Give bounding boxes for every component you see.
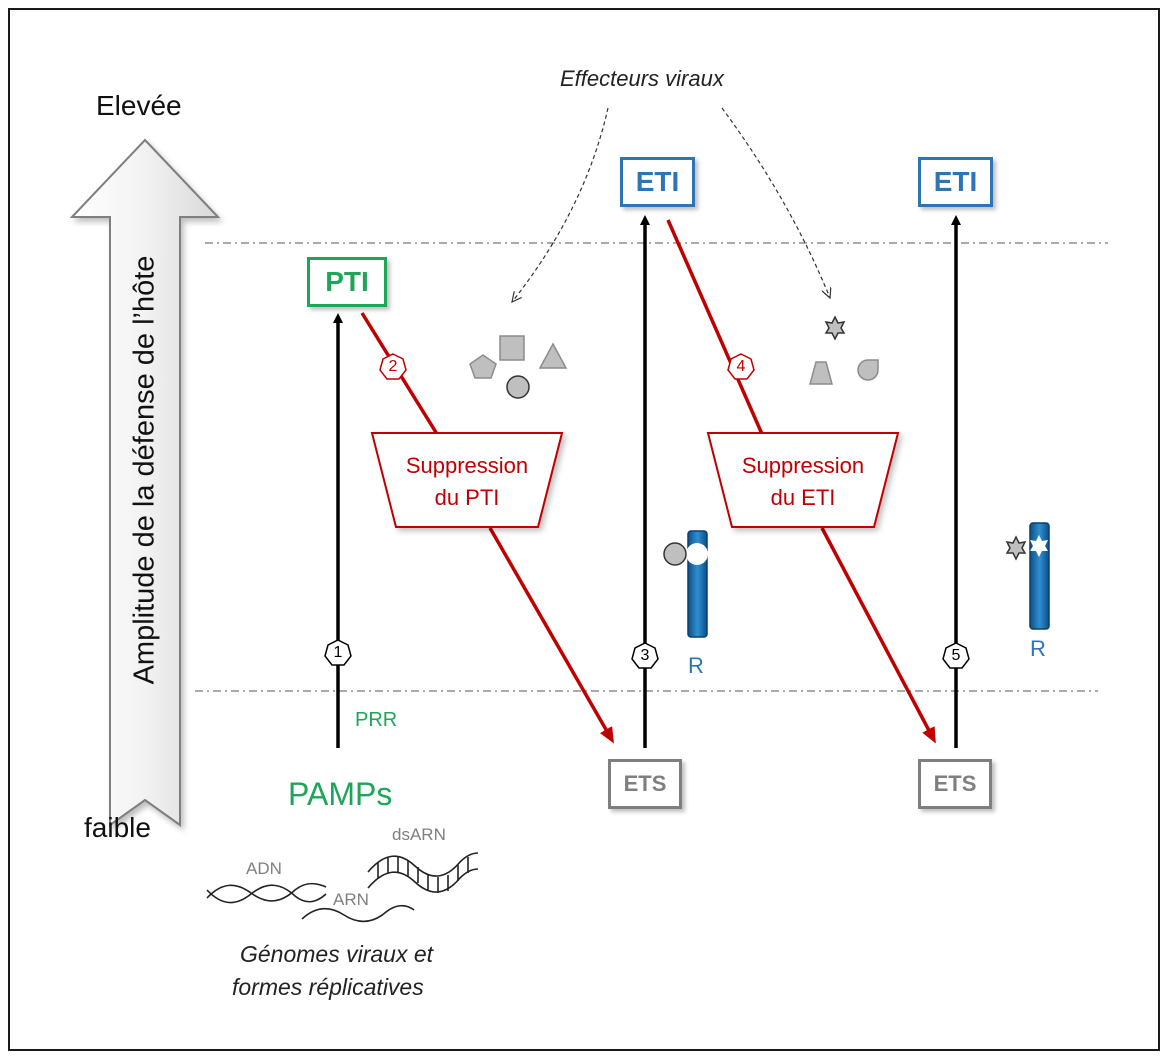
circle-effector-icon	[506, 375, 530, 399]
axis-top-label: Elevée	[96, 90, 182, 121]
step-marker-2	[379, 353, 407, 380]
ets-box-2: ETS	[918, 759, 992, 809]
suppression-pti-line-2: du PTI	[434, 484, 500, 510]
suppression-pti-text: Suppression du PTI	[372, 450, 562, 514]
step-number-4: 4	[736, 358, 746, 375]
axis-bottom-label: faible	[84, 812, 151, 843]
suppression-eti-line-1: Suppression	[741, 453, 865, 478]
step-markers-red	[379, 353, 755, 380]
pentagon-effector-icon	[469, 354, 497, 379]
r-label-1: R	[688, 653, 704, 678]
eti-box-2: ETI	[918, 157, 993, 207]
r-receptor-pocket-1	[686, 543, 708, 565]
step-markers	[324, 639, 970, 669]
prr-label: PRR	[355, 709, 398, 731]
ets-box-1: ETS	[608, 759, 682, 809]
effector-shapes-left	[469, 335, 568, 399]
step-number-2: 2	[388, 358, 398, 375]
suppression-eti-shape	[706, 432, 900, 528]
r-label-2: R	[1030, 636, 1046, 661]
arn-wave-icon	[301, 904, 415, 923]
pamps-label: PAMPs	[288, 776, 393, 812]
step-number-1: 1	[333, 644, 343, 661]
suppression-pti-line-bottom	[488, 527, 614, 744]
effector-shapes-right	[809, 315, 879, 385]
suppression-eti-line-bottom	[820, 527, 936, 744]
suppression-eti-line-top	[666, 219, 764, 435]
effector-pointer-right	[721, 107, 830, 298]
suppression-pti-line-1: Suppression	[405, 453, 529, 478]
square-effector-icon	[499, 335, 525, 361]
step-marker-3	[631, 642, 659, 669]
adn-label: ADN	[246, 859, 282, 878]
bound-circle-effector-icon	[663, 542, 687, 566]
trapezoid-effector-icon	[809, 361, 833, 385]
pacman-effector-icon	[857, 359, 879, 381]
step-number-3: 3	[640, 647, 650, 664]
step-marker-4	[727, 353, 755, 380]
star-effector-icon	[824, 315, 846, 341]
step-marker-5	[942, 642, 970, 669]
diagram-frame	[8, 8, 1160, 1051]
triangle-effector-icon	[538, 342, 568, 369]
adn-wave-icon	[206, 882, 327, 904]
r-receptor-pocket-2	[1030, 535, 1048, 557]
effector-pointer-left	[512, 107, 609, 302]
step-number-5: 5	[951, 647, 961, 664]
effecteurs-label: Effecteurs viraux	[560, 66, 724, 91]
suppression-eti-text: Suppression du ETI	[708, 450, 898, 514]
defense-amplitude-arrow	[69, 138, 221, 827]
step-marker-1	[324, 639, 352, 666]
genomes-label-line-2: formes réplicatives	[232, 974, 424, 1000]
bound-star-effector-icon	[1005, 535, 1027, 561]
genomes-label-line-1: Génomes viraux et	[240, 941, 434, 967]
suppression-eti-line-2: du ETI	[770, 484, 836, 510]
suppression-pti-shape	[370, 432, 564, 528]
dsarn-label: dsARN	[392, 825, 446, 844]
dsarn-wave-icon	[367, 852, 479, 893]
axis-vertical-label: Amplitude de la défense de l’hôte	[128, 255, 161, 685]
pti-box: PTI	[307, 257, 387, 307]
eti-box-1: ETI	[620, 157, 695, 207]
arn-label: ARN	[333, 890, 369, 909]
